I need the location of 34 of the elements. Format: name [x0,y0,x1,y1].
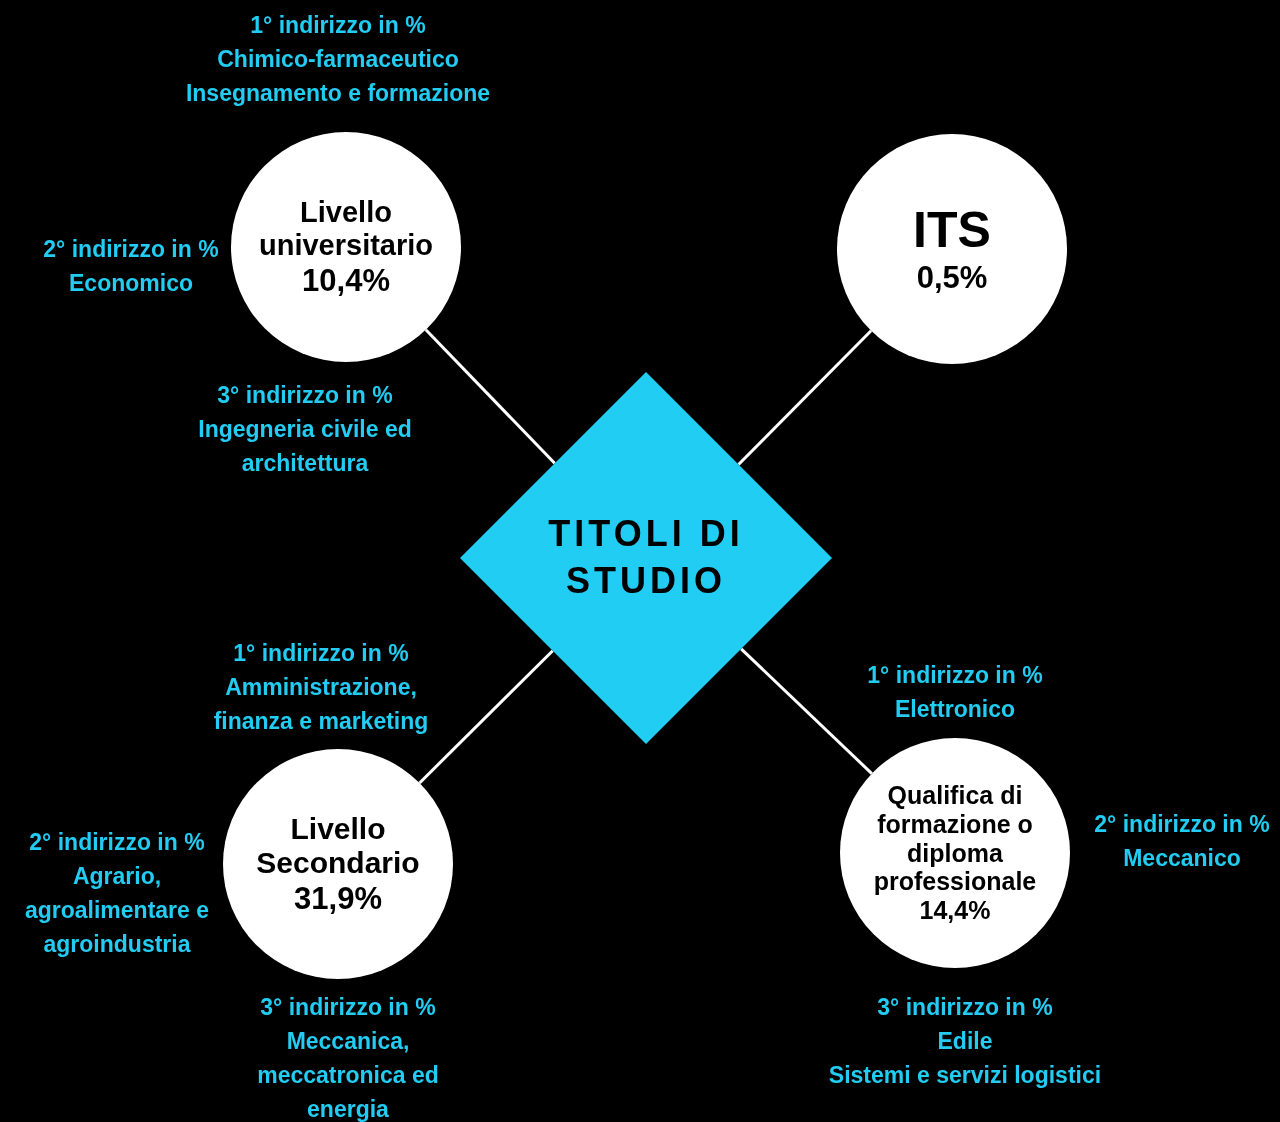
annotation-text: Insegnamento e formazione [184,79,492,108]
annotation-text: 2° indirizzo in % [42,235,220,264]
node-label: Livello Secondario [255,811,421,881]
annotation-text: 2° indirizzo in % [1093,810,1271,839]
annotation-text: Sistemi e servizi logistici [827,1061,1103,1090]
connector-line [740,647,873,775]
annotation-text: 1° indirizzo in % [866,661,1044,690]
annotation-text: 3° indirizzo in % [216,381,394,410]
node-label: 10,4% [302,262,390,299]
node-label: 14,4% [919,896,991,925]
annotation-text: 3° indirizzo in % [876,993,1054,1022]
connector-line [418,649,554,784]
annotation-text: 2° indirizzo in % [28,828,206,857]
node-label: 31,9% [294,880,382,917]
annotation-text: Amministrazione, finanza e marketing [212,673,430,736]
annotation-text: Ingegneria civile ed architettura [197,415,413,478]
topic-diamond [460,372,832,744]
annotation-text: Elettronico [893,695,1017,724]
annotation-text: 1° indirizzo in % [232,639,410,668]
annotation-text: Agrario, agroalimentare e agroindustria [23,862,211,959]
annotation-text: Chimico-farmaceutico [216,45,460,74]
node-label: Qualifica di formazione o diploma professionale [872,781,1038,897]
node-label: ITS [913,202,991,260]
annotation-text: Economico [68,269,194,298]
node-label: TITOLI DI STUDIO [547,512,745,603]
annotation-text: 1° indirizzo in % [249,11,427,40]
node-label: 0,5% [916,259,988,296]
connector-line [424,328,556,465]
node-label: Livello universitario [257,195,435,263]
annotation-text: Meccanica, meccatronica ed energia [256,1027,440,1122]
annotation-text: Meccanico [1122,844,1242,873]
connector-line [737,329,873,466]
annotation-text: 3° indirizzo in % [259,993,437,1022]
annotation-text: Edile [936,1027,994,1056]
